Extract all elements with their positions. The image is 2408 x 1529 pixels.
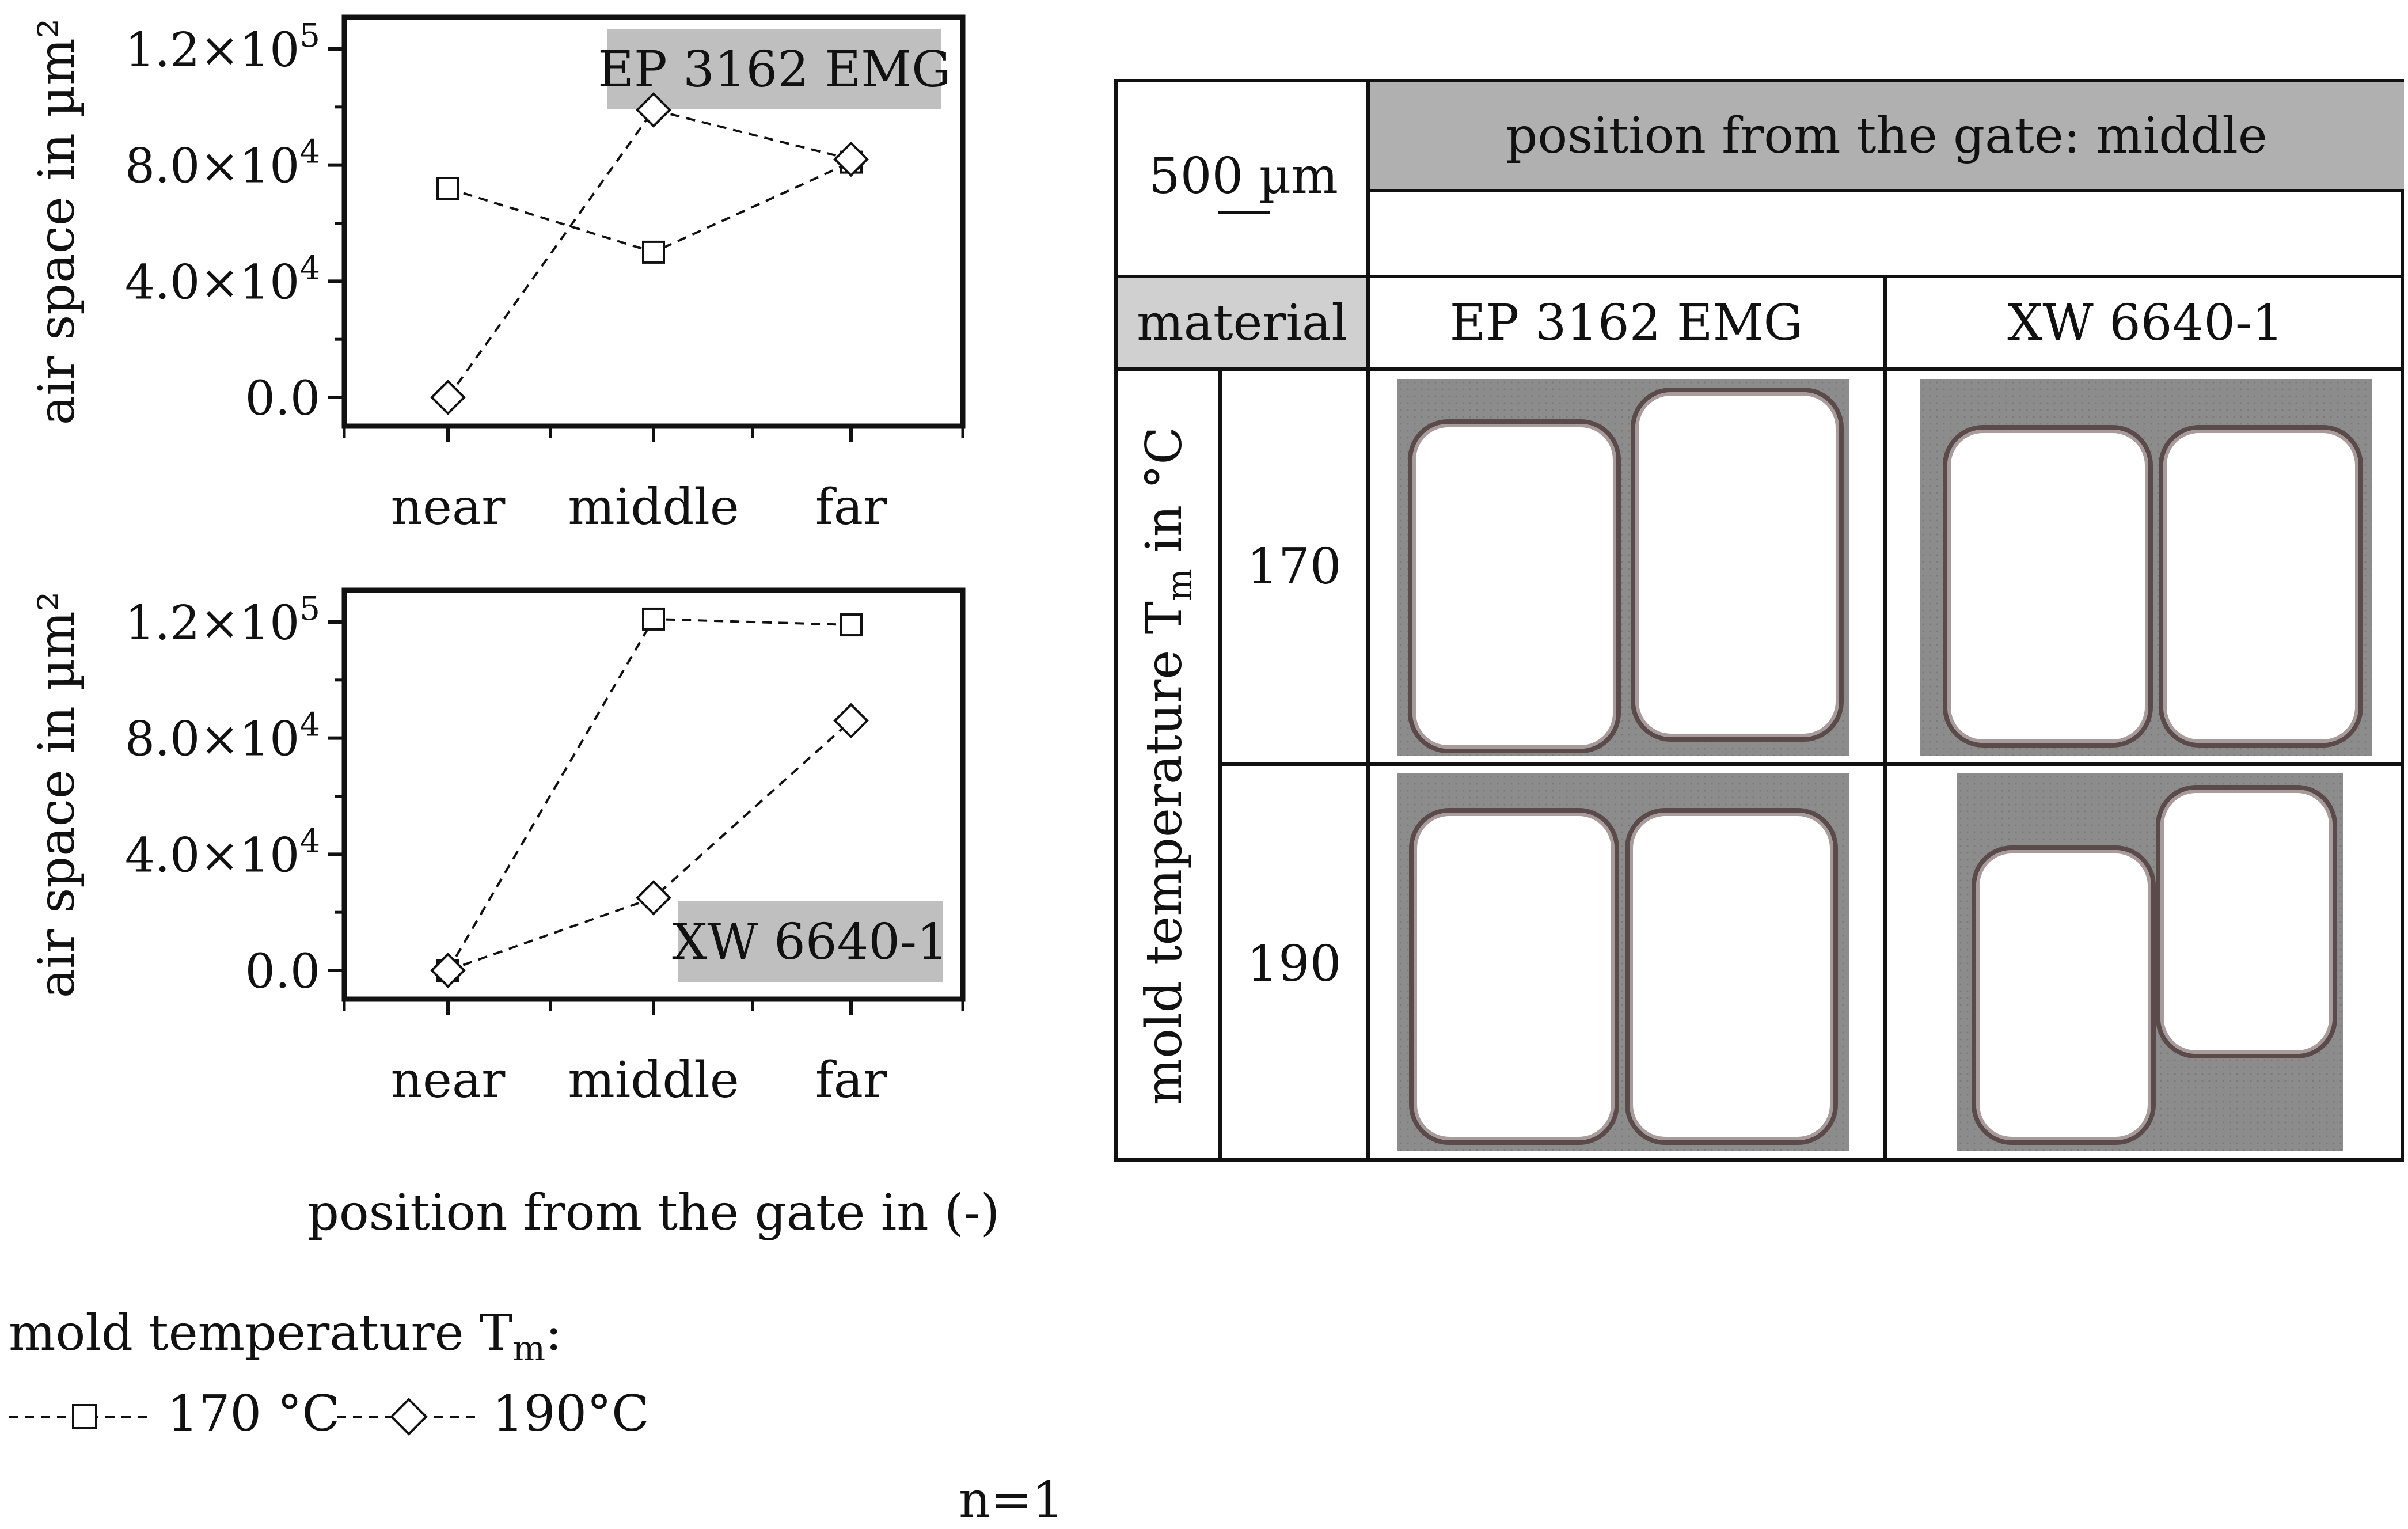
- temperature-170: 170: [1247, 538, 1342, 595]
- chart-xw6640: 0.0 4.0×104 8.0×104 1.2×105 near middle far air…: [28, 587, 966, 1109]
- sample-note: n=1: [959, 1471, 1064, 1529]
- series-line-diamond: [447, 108, 852, 399]
- x-tick-label: near: [391, 479, 506, 536]
- y-tick-label: 1.2×105: [125, 590, 320, 651]
- y-tick-label: 4.0×104: [125, 822, 320, 883]
- data-point-square: [840, 613, 863, 637]
- data-point-diamond: [636, 92, 671, 128]
- charts-figure: 0.0 4.0×104 8.0×104 1.2×105 near middle far air…: [28, 14, 1000, 1242]
- row-axis-cell: mold temperature Tm in °C: [1118, 371, 1218, 1162]
- chart-ep3162: 0.0 4.0×104 8.0×104 1.2×105 near middle far air…: [28, 14, 966, 536]
- micrograph-xw6640-190: [1957, 773, 2343, 1151]
- data-point-diamond: [636, 880, 671, 916]
- material-label: material: [1118, 278, 1366, 367]
- scale-bar-cell: 500 µm: [1118, 82, 1369, 278]
- material-xw6640: XW 6640-1: [2007, 294, 2284, 352]
- scale-bar-label: 500 µm: [1149, 147, 1338, 205]
- row-axis-label: mold temperature Tm in °C: [1135, 426, 1201, 1106]
- square-marker-icon: [72, 1404, 97, 1429]
- scale-bar: [1217, 210, 1270, 214]
- y-axis-label: air space in µm²: [28, 18, 86, 425]
- material-annotation: XW 6640-1: [672, 913, 948, 971]
- x-tick-label: near: [391, 1052, 506, 1109]
- material-annotation-box: [607, 29, 941, 109]
- x-tick-label: far: [815, 479, 887, 536]
- legend-label-190: 190°C: [492, 1385, 650, 1443]
- y-tick-label: 8.0×104: [125, 707, 320, 767]
- y-tick-label: 0.0: [245, 944, 320, 999]
- x-axis-title: position from the gate in (-): [307, 1184, 1000, 1242]
- material-annotation-box: [678, 901, 943, 982]
- material-annotation: EP 3162 EMG: [598, 41, 951, 98]
- legend-label-170: 170 °C: [167, 1385, 340, 1443]
- micrograph-xw6640-170: [1920, 379, 2372, 756]
- data-point-diamond: [833, 703, 869, 739]
- micrograph-ep3162-170: [1397, 379, 1849, 756]
- y-tick-label: 1.2×105: [125, 17, 320, 78]
- data-point-diamond: [833, 141, 869, 177]
- legend-title: mold temperature Tm:: [9, 1304, 563, 1369]
- x-tick-label: middle: [568, 479, 739, 536]
- series-line-square: [447, 161, 852, 254]
- y-tick-label: 0.0: [245, 371, 320, 426]
- x-tick-label: far: [815, 1052, 887, 1109]
- micrograph-ep3162-190: [1397, 773, 1849, 1151]
- table-header: position from the gate: middle: [1369, 82, 2404, 189]
- data-point-diamond: [430, 380, 466, 415]
- legend-markers: [9, 1398, 481, 1436]
- data-point-square: [436, 177, 459, 200]
- material-ep3162: EP 3162 EMG: [1449, 294, 1803, 352]
- y-tick-label: 8.0×104: [125, 134, 320, 194]
- x-tick-label: middle: [568, 1052, 739, 1109]
- temperature-190: 190: [1247, 935, 1342, 993]
- y-tick-label: 4.0×104: [125, 249, 320, 310]
- data-point-diamond: [430, 953, 466, 988]
- micrograph-table: position from the gate: middle 500 µm ma…: [1114, 79, 2404, 1162]
- legend: 170 °C 190°C: [9, 1385, 650, 1454]
- y-axis-label: air space in µm²: [28, 591, 86, 998]
- data-point-square: [642, 240, 665, 264]
- diamond-marker-icon: [390, 1398, 428, 1436]
- data-point-square: [642, 607, 665, 631]
